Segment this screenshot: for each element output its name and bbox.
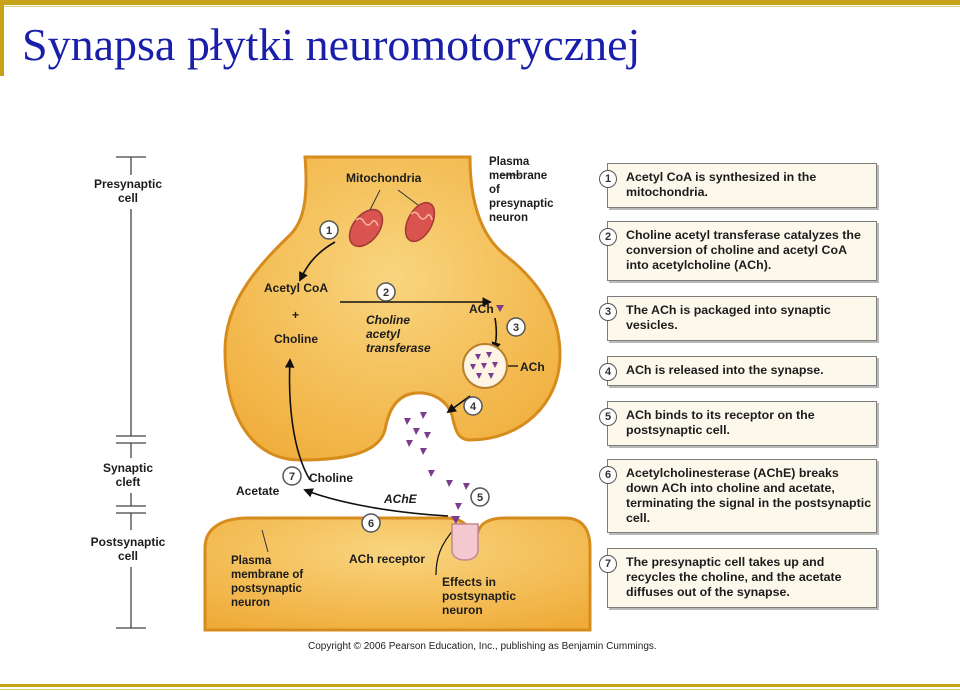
step-box-4: 4 ACh is released into the synapse. — [599, 356, 877, 386]
ach-receptor — [451, 516, 479, 561]
step-text: The presynaptic cell takes up and recycl… — [626, 555, 842, 600]
svg-text:3: 3 — [513, 322, 519, 334]
svg-text:7: 7 — [289, 471, 295, 483]
bottom-rule — [0, 684, 960, 687]
marker-4: 4 — [463, 396, 483, 416]
step-box-7: 7 The presynaptic cell takes up and recy… — [599, 548, 877, 608]
left-accent-rule — [0, 0, 4, 76]
svg-text:2: 2 — [383, 287, 389, 299]
step-text: Choline acetyl transferase catalyzes the… — [626, 228, 861, 273]
ach-molecule — [496, 305, 504, 312]
arrow-choline-reuptake — [284, 358, 311, 481]
svg-text:5: 5 — [477, 492, 483, 504]
bottom-rule-thin — [0, 689, 960, 690]
membrane-leader — [261, 529, 269, 553]
marker-2: 2 — [376, 282, 396, 302]
label-choline: Choline — [274, 332, 318, 346]
label-acetate: Acetate — [236, 484, 280, 498]
synaptic-vesicle — [462, 343, 508, 389]
label-ach: ACh — [469, 302, 494, 316]
slide-title: Synapsa płytki neuromotorycznej — [22, 19, 641, 70]
released-ach — [404, 412, 470, 510]
step-text: The ACh is packaged into synaptic vesicl… — [626, 303, 831, 333]
step-number: 6 — [599, 466, 617, 484]
step-number: 3 — [599, 303, 617, 321]
top-rule — [0, 0, 960, 5]
marker-7: 7 — [282, 466, 302, 486]
label-ache: AChE — [383, 492, 418, 506]
mitochondria-leader — [397, 189, 419, 206]
svg-text:4: 4 — [470, 401, 477, 413]
marker-1: 1 — [319, 220, 339, 240]
label-ach-vesicle: ACh — [520, 360, 545, 374]
step-number: 2 — [599, 228, 617, 246]
label-choline-recycled: Choline — [309, 471, 353, 485]
marker-5: 5 — [470, 487, 490, 507]
step-number: 4 — [599, 363, 617, 381]
marker-6: 6 — [361, 513, 381, 533]
step-box-1: 1 Acetyl CoA is synthesized in the mitoc… — [599, 163, 877, 208]
arrow-mito-to-acetylcoa — [299, 241, 336, 282]
copyright-text: Copyright © 2006 Pearson Education, Inc.… — [308, 641, 657, 652]
step-text: Acetylcholinesterase (AChE) breaks down … — [626, 466, 872, 526]
mitochondrion-1 — [348, 208, 384, 248]
step-box-2: 2 Choline acetyl transferase catalyzes t… — [599, 221, 877, 281]
label-mitochondria: Mitochondria — [346, 171, 422, 185]
arrow-ache-to-acetate — [303, 488, 449, 517]
step-text: ACh is released into the synapse. — [626, 363, 824, 377]
top-rule-thin — [0, 6, 960, 7]
mitochondria-leader — [369, 189, 381, 211]
step-text: ACh binds to its receptor on the postsyn… — [626, 408, 815, 438]
svg-text:1: 1 — [326, 225, 332, 237]
step-text: Acetyl CoA is synthesized in the mitocho… — [626, 170, 817, 200]
marker-3: 3 — [506, 317, 526, 337]
mitochondrion-2 — [404, 201, 436, 243]
svg-text:6: 6 — [368, 518, 374, 530]
step-number: 1 — [599, 170, 617, 188]
step-box-6: 6 Acetylcholinesterase (AChE) breaks dow… — [599, 459, 877, 533]
step-box-3: 3 The ACh is packaged into synaptic vesi… — [599, 296, 877, 341]
step-number: 5 — [599, 408, 617, 426]
label-plus: + — [292, 308, 299, 322]
step-number: 7 — [599, 555, 617, 573]
label-acetyl-coa: Acetyl CoA — [264, 281, 328, 295]
label-ach-receptor: ACh receptor — [349, 552, 425, 566]
arrow-release — [446, 395, 471, 414]
cell-region-scale — [116, 156, 146, 629]
step-box-5: 5 ACh binds to its receptor on the posts… — [599, 401, 877, 446]
